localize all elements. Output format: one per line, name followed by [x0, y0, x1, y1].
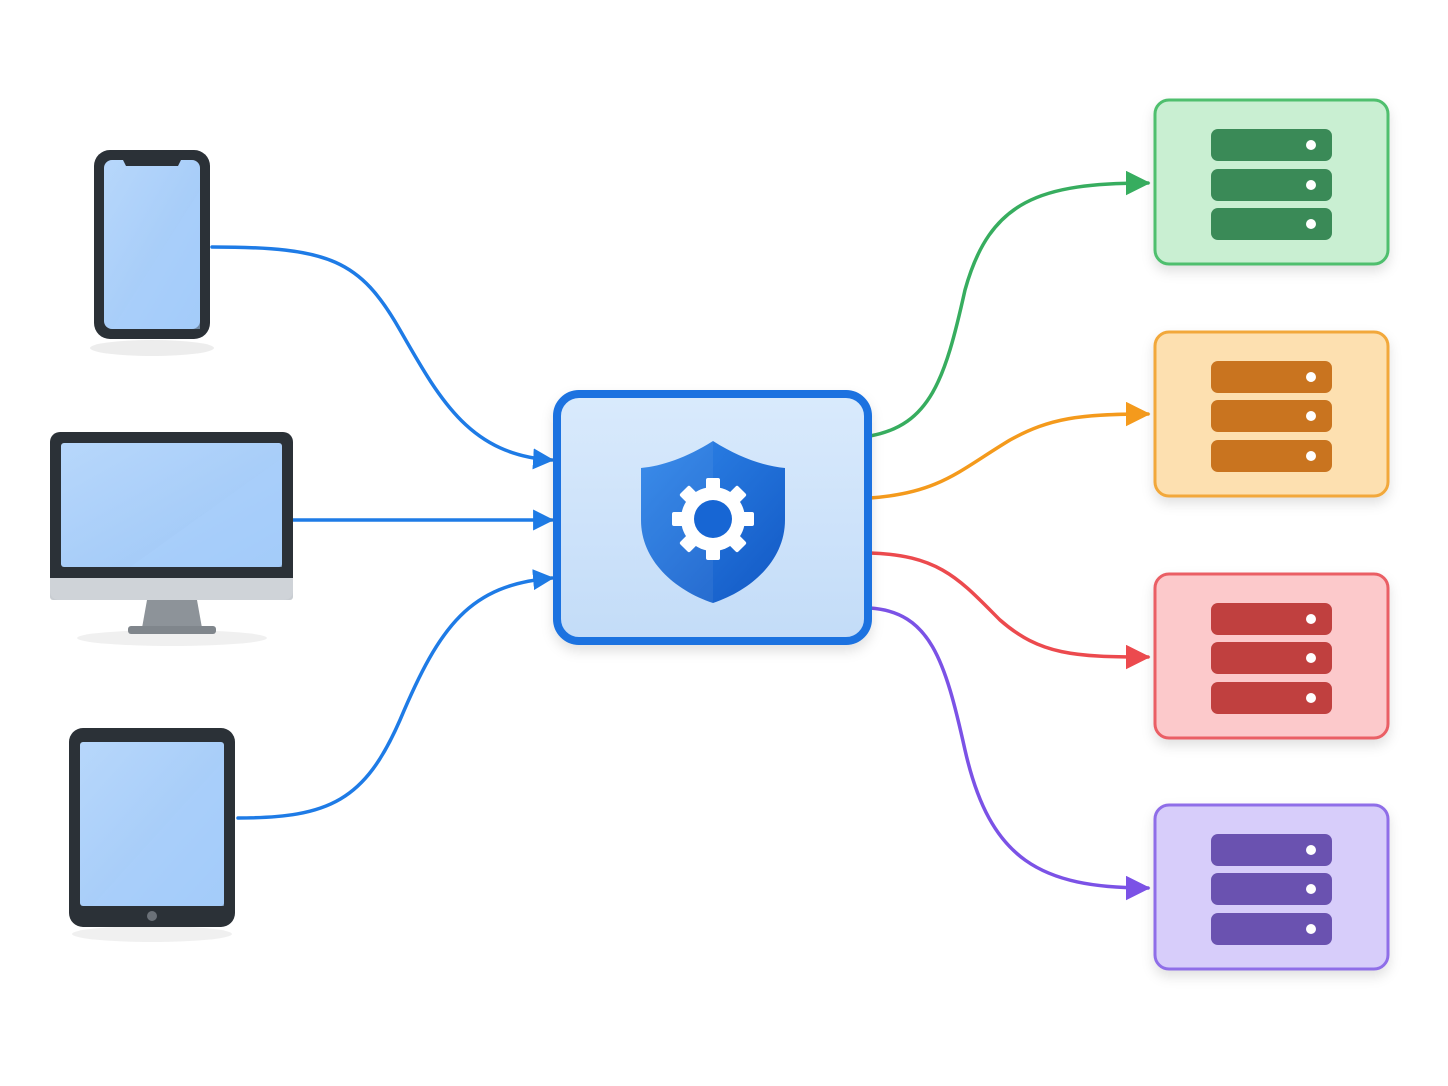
desktop-monitor-icon: [50, 432, 293, 646]
server-red: [1153, 572, 1390, 740]
connector-tablet: [236, 569, 555, 820]
connector-purple: [868, 606, 1151, 901]
server-purple: [1153, 803, 1390, 971]
connector-smartphone: [210, 245, 555, 470]
connector-orange: [868, 401, 1151, 500]
connector-green: [868, 170, 1151, 438]
tablet-icon: [69, 728, 235, 942]
server-connectors: [868, 170, 1151, 901]
client-connectors: [210, 245, 555, 820]
shield-gear-icon: [641, 441, 785, 603]
smartphone-icon: [90, 150, 214, 356]
gear-icon: [672, 478, 754, 560]
connector-red: [868, 551, 1151, 670]
server-orange: [1153, 330, 1390, 498]
server-green: [1153, 98, 1390, 266]
